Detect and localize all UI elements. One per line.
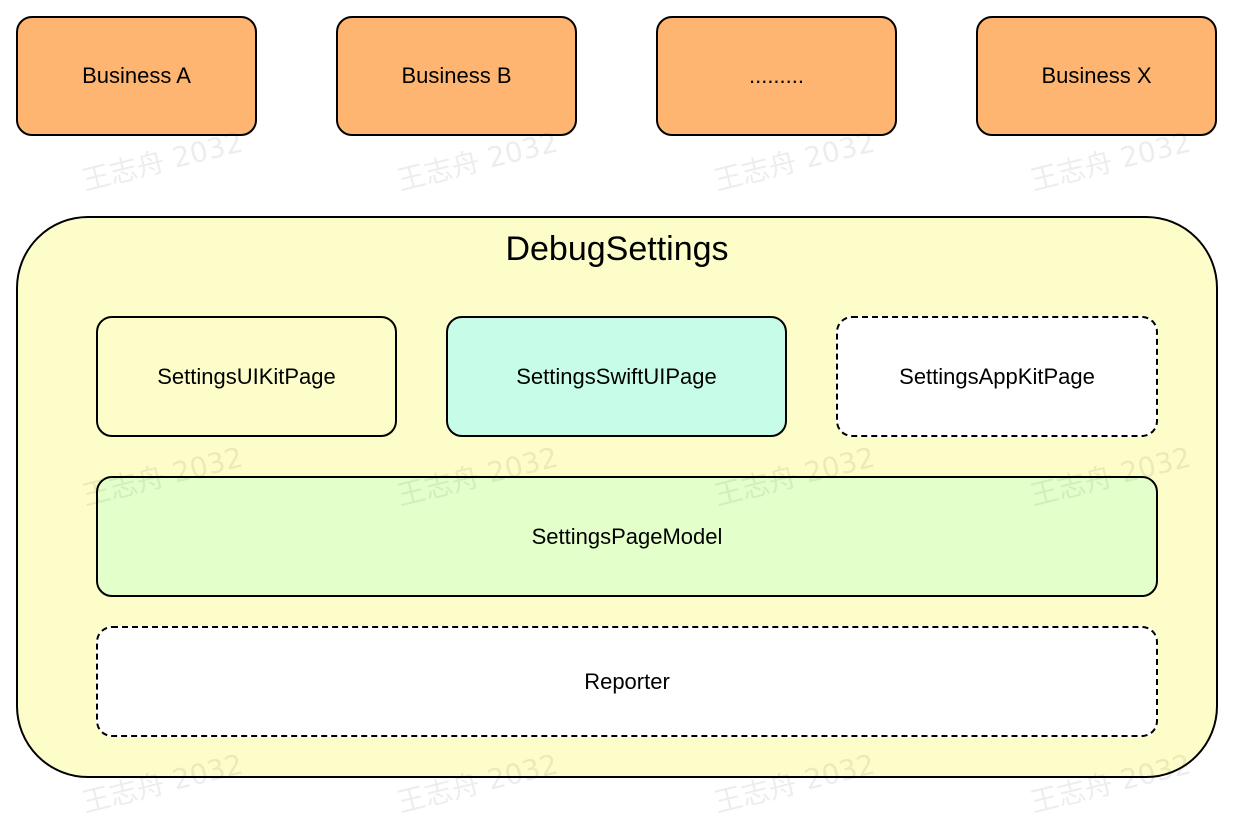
business-b-box: Business B: [336, 16, 577, 136]
business-x-box: Business X: [976, 16, 1217, 136]
reporter-label: Reporter: [584, 668, 670, 694]
settings-page-model-label: SettingsPageModel: [531, 523, 723, 549]
business-b-label: Business B: [401, 63, 512, 88]
business-a-label: Business A: [82, 63, 191, 88]
debug-settings-title: DebugSettings: [505, 230, 729, 268]
reporter-box: Reporter: [96, 626, 1158, 737]
settings-swiftui-page-label: SettingsSwiftUIPage: [516, 363, 717, 389]
business-a-box: Business A: [16, 16, 257, 136]
settings-page-model-box: SettingsPageModel: [96, 476, 1158, 597]
settings-appkit-page-label: SettingsAppKitPage: [899, 363, 1095, 389]
business-ellipsis-label: .........: [748, 63, 804, 88]
business-x-label: Business X: [1041, 63, 1152, 88]
settings-uikit-page-box: SettingsUIKitPage: [96, 316, 397, 437]
settings-appkit-page-box: SettingsAppKitPage: [836, 316, 1158, 437]
business-ellipsis-box: .........: [656, 16, 897, 136]
settings-swiftui-page-box: SettingsSwiftUIPage: [446, 316, 787, 437]
settings-uikit-page-label: SettingsUIKitPage: [157, 363, 336, 389]
